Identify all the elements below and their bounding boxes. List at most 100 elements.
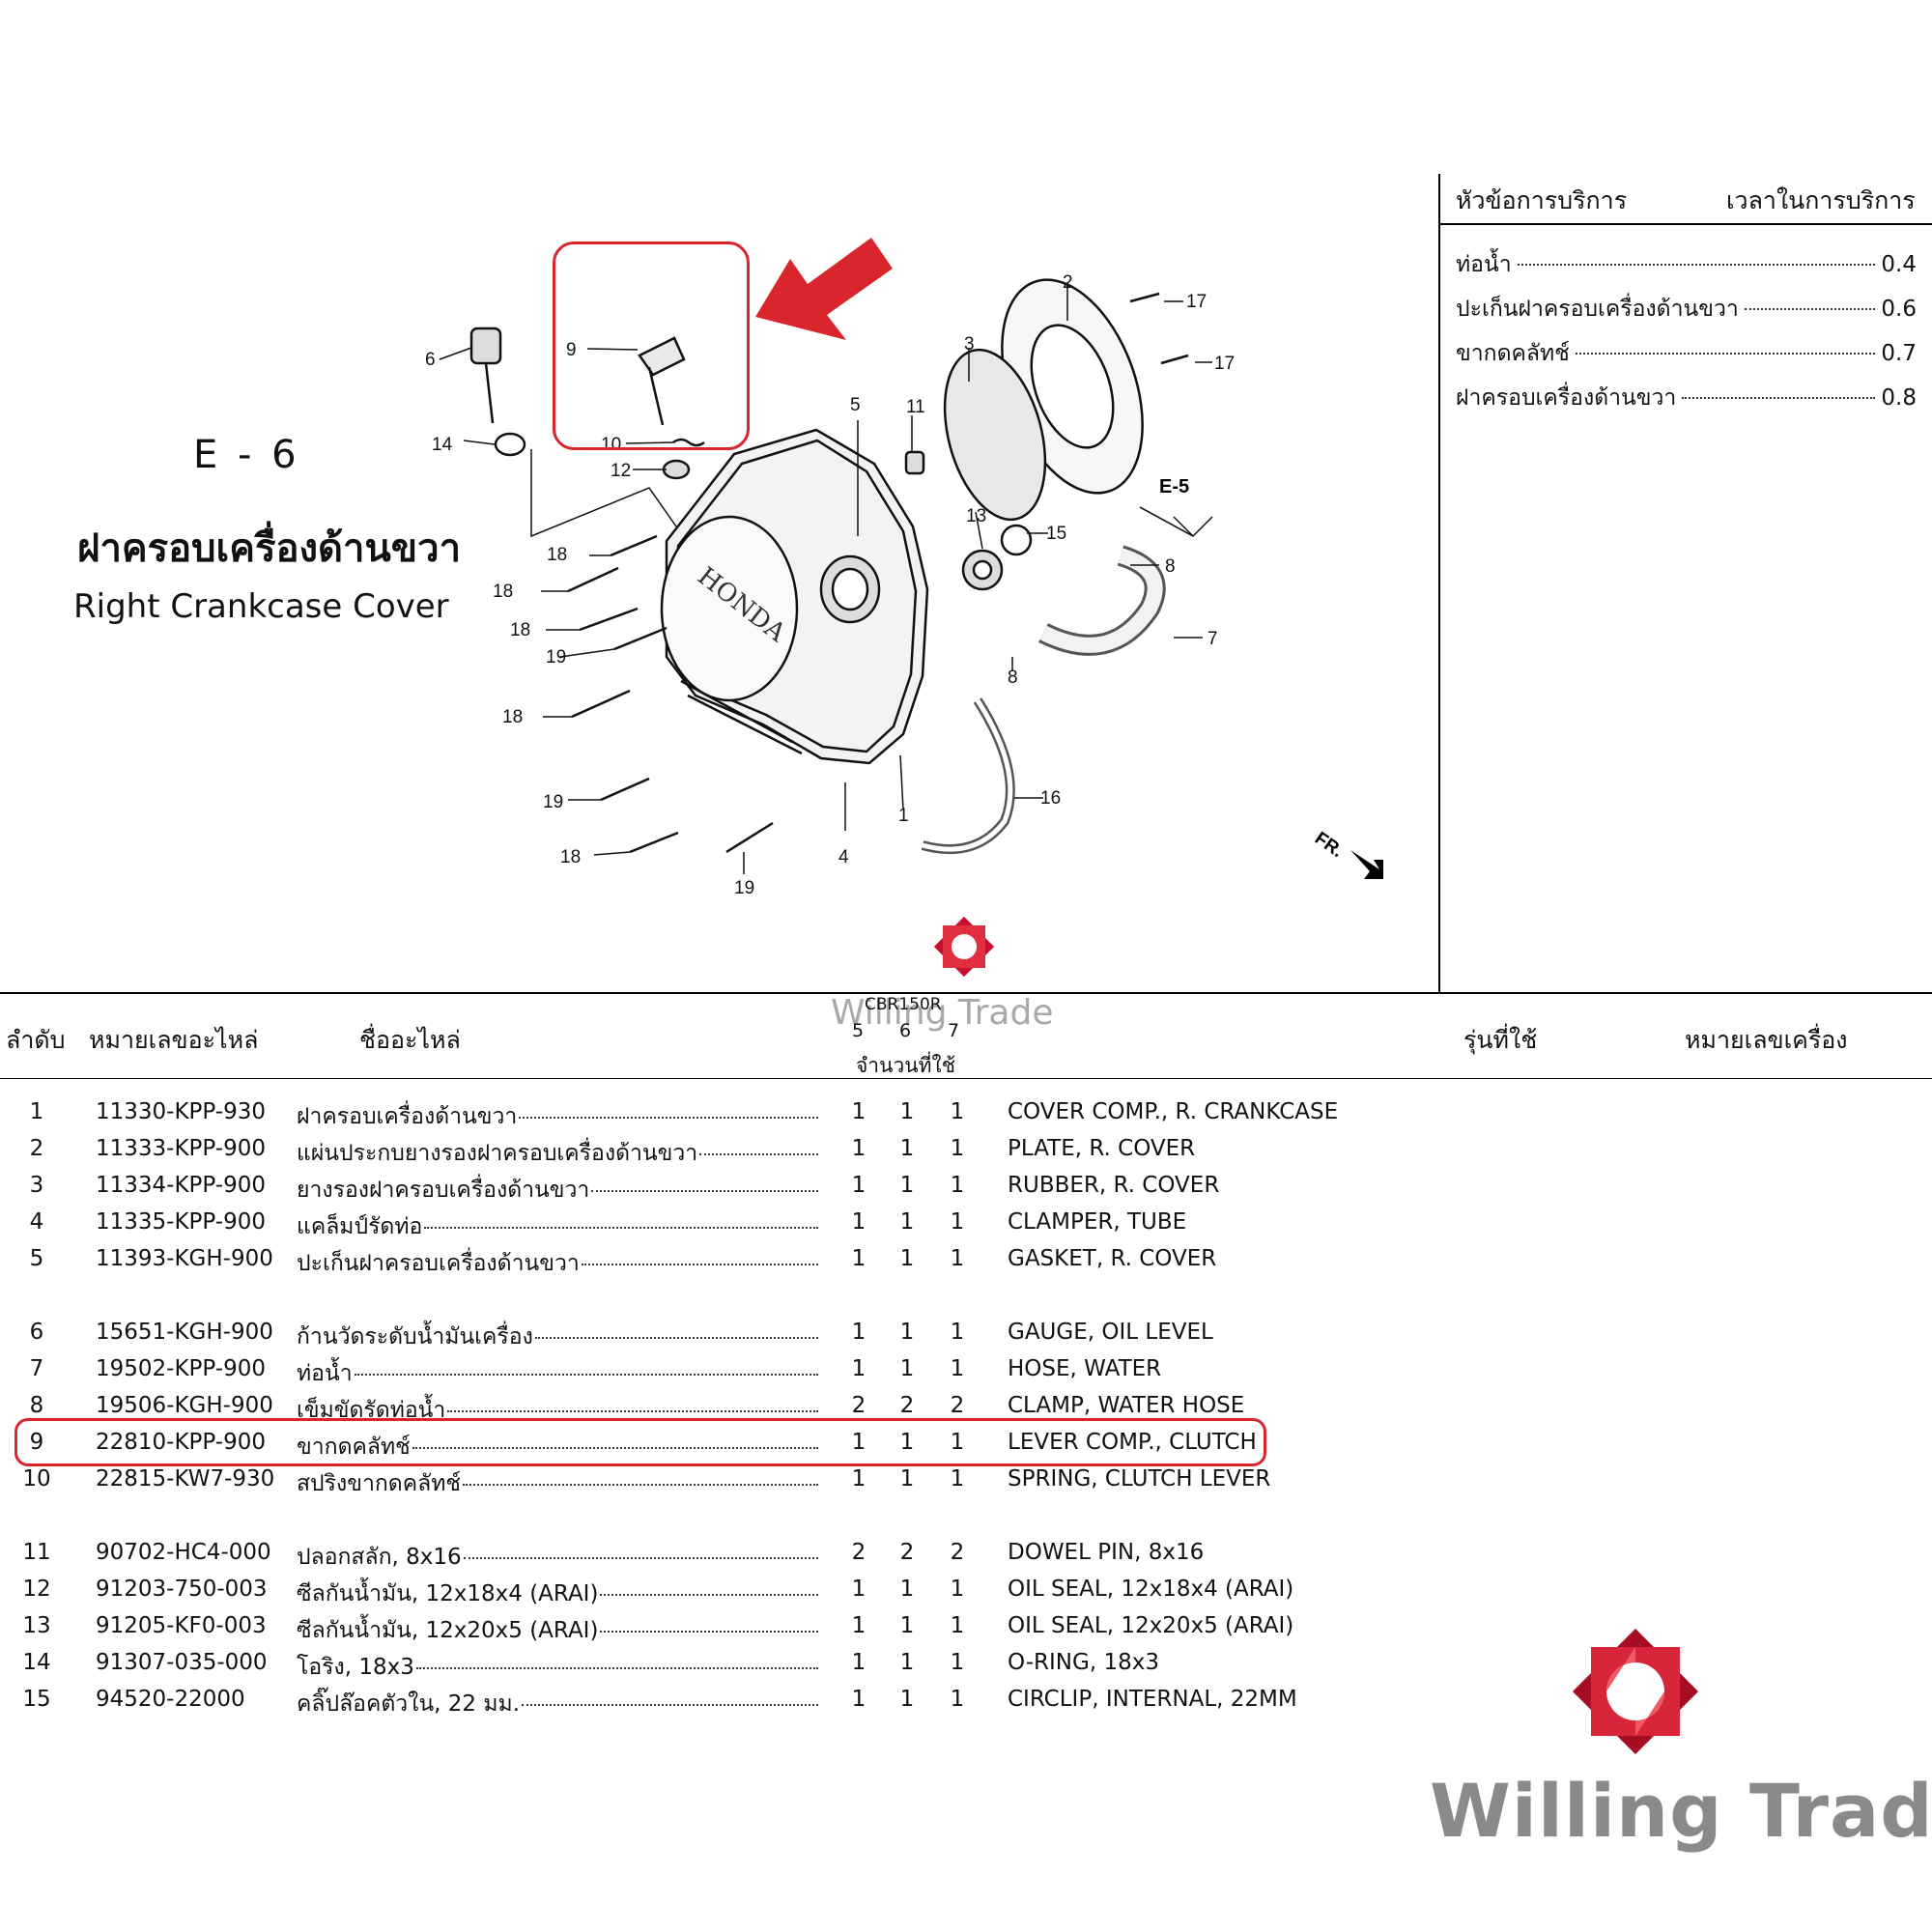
service-label: ฝาครอบเครื่องด้านขวา (1456, 385, 1677, 411)
model-header: CBR150R (865, 995, 942, 1014)
leader-dots (412, 1447, 818, 1449)
row-no: 8 (29, 1393, 44, 1418)
svg-text:8: 8 (1165, 556, 1176, 577)
row-part: 11334-KPP-900 (96, 1173, 266, 1198)
row-no: 3 (29, 1173, 44, 1198)
table-top-rule (0, 992, 1932, 994)
row-qty: 1 (950, 1320, 965, 1345)
service-time: 0.7 (1881, 341, 1917, 366)
leader-dots (462, 1484, 818, 1486)
table-header-rule (0, 1078, 1932, 1079)
leader-dots (591, 1190, 818, 1192)
row-qty: 2 (899, 1393, 915, 1418)
svg-text:2: 2 (1063, 272, 1073, 293)
svg-text:7: 7 (1208, 629, 1218, 649)
row-name-en: HOSE, WATER (1008, 1356, 1162, 1381)
leader-dots (522, 1704, 818, 1706)
name-th-text: ปลอกสลัก, 8x16 (297, 1545, 462, 1570)
row-name-th: ซีลกันน้ำมัน, 12x18x4 (ARAI) (297, 1577, 818, 1611)
row-name-en: GAUGE, OIL LEVEL (1008, 1320, 1213, 1345)
name-th-text: ยางรองฝาครอบเครื่องด้านขวา (297, 1178, 590, 1203)
row-qty: 1 (851, 1209, 867, 1235)
dowel-pin-11 (904, 450, 925, 475)
name-th-text: แคล็มป์รัดท่อ (297, 1214, 423, 1239)
row-name-en: OIL SEAL, 12x20x5 (ARAI) (1008, 1613, 1294, 1638)
row-name-th: แคล็มป์รัดท่อ (297, 1209, 818, 1244)
leader-dots (447, 1410, 818, 1412)
row-no: 11 (22, 1540, 51, 1565)
leader-dots (463, 1557, 818, 1559)
row-name-en: GASKET, R. COVER (1008, 1246, 1217, 1271)
service-item-header: หัวข้อการบริการ (1456, 186, 1628, 214)
exploded-parts-diagram: HONDA 1 2 3 4 5 6 7 8 8 9 10 11 12 13 14… (425, 238, 1383, 898)
row-qty: 1 (950, 1466, 965, 1492)
leader-dots (424, 1227, 818, 1229)
clutch-lever (638, 336, 686, 426)
svg-text:4: 4 (838, 847, 849, 867)
service-row: ขากดคลัทช์ 0.7 (1456, 336, 1917, 371)
name-th-text: ปะเก็นฝาครอบเครื่องด้านขวา (297, 1251, 580, 1276)
name-th-text: ซีลกันน้ำมัน, 12x18x4 (ARAI) (297, 1581, 599, 1606)
row-part: 91203-750-003 (96, 1577, 268, 1602)
row-qty: 1 (950, 1577, 965, 1602)
service-label: ปะเก็นฝาครอบเครื่องด้านขวา (1456, 297, 1739, 322)
row-name-en: SPRING, CLUTCH LEVER (1008, 1466, 1271, 1492)
row-qty: 1 (899, 1650, 915, 1675)
row-qty: 1 (950, 1356, 965, 1381)
name-th-text: ซีลกันน้ำมัน, 12x20x5 (ARAI) (297, 1618, 599, 1643)
row-qty: 1 (899, 1613, 915, 1638)
svg-text:18: 18 (502, 707, 523, 727)
row-part: 11333-KPP-900 (96, 1136, 266, 1161)
willing-trade-logo-small (933, 916, 995, 978)
leader-dots (1517, 263, 1876, 266)
spring-10 (672, 438, 705, 447)
svg-text:17: 17 (1186, 292, 1207, 312)
row-qty: 1 (851, 1577, 867, 1602)
row-highlight-box (14, 1418, 1266, 1466)
oil-seal-12 (662, 459, 691, 480)
col-no-header: ลำดับ (6, 1026, 66, 1054)
service-time: 0.4 (1881, 252, 1917, 277)
service-time: 0.6 (1881, 297, 1917, 322)
row-name-en: RUBBER, R. COVER (1008, 1173, 1220, 1198)
service-label: ขากดคลัทช์ (1456, 341, 1570, 366)
name-th-text: คลิ๊ปล๊อคตัวใน, 22 มม. (297, 1691, 521, 1717)
row-qty: 2 (950, 1393, 965, 1418)
row-name-en: CLAMP, WATER HOSE (1008, 1393, 1245, 1418)
row-qty: 1 (851, 1650, 867, 1675)
service-header-rule (1438, 223, 1932, 225)
svg-text:11: 11 (906, 397, 925, 417)
fr-arrow (1350, 850, 1383, 879)
row-qty: 1 (950, 1650, 965, 1675)
section-code: E - 6 (193, 433, 300, 477)
row-part: 22815-KW7-930 (96, 1466, 275, 1492)
svg-text:19: 19 (734, 878, 754, 898)
circlip-15 (1000, 524, 1033, 556)
row-qty: 1 (851, 1613, 867, 1638)
row-name-en: DOWEL PIN, 8x16 (1008, 1540, 1205, 1565)
svg-text:15: 15 (1046, 524, 1066, 544)
name-th-text: แผ่นประกบยางรองฝาครอบเครื่องด้านขวา (297, 1141, 698, 1166)
row-qty: 1 (899, 1246, 915, 1271)
service-time: 0.8 (1881, 385, 1917, 411)
qty-col-7: 7 (947, 1020, 960, 1041)
svg-text:12: 12 (611, 461, 631, 481)
row-name-en: CIRCLIP, INTERNAL, 22MM (1008, 1687, 1297, 1712)
qty-col-6: 6 (898, 1020, 912, 1041)
row-name-en: OIL SEAL, 12x18x4 (ARAI) (1008, 1577, 1294, 1602)
svg-text:3: 3 (964, 334, 975, 355)
row-no: 2 (29, 1136, 44, 1161)
row-qty: 2 (851, 1540, 867, 1565)
row-name-th: ยางรองฝาครอบเครื่องด้านขวา (297, 1173, 818, 1208)
svg-text:8: 8 (1008, 668, 1018, 688)
row-name-th: ขากดคลัทช์ (297, 1430, 818, 1464)
service-row: ปะเก็นฝาครอบเครื่องด้านขวา 0.6 (1456, 292, 1917, 327)
row-qty: 1 (899, 1577, 915, 1602)
row-part: 19506-KGH-900 (96, 1393, 273, 1418)
row-name-en: PLATE, R. COVER (1008, 1136, 1196, 1161)
engine-no-header: หมายเลขเครื่อง (1685, 1026, 1848, 1054)
service-label: ท่อน้ำ (1456, 252, 1512, 277)
row-qty: 1 (899, 1209, 915, 1235)
row-qty: 1 (950, 1246, 965, 1271)
row-qty: 1 (899, 1466, 915, 1492)
